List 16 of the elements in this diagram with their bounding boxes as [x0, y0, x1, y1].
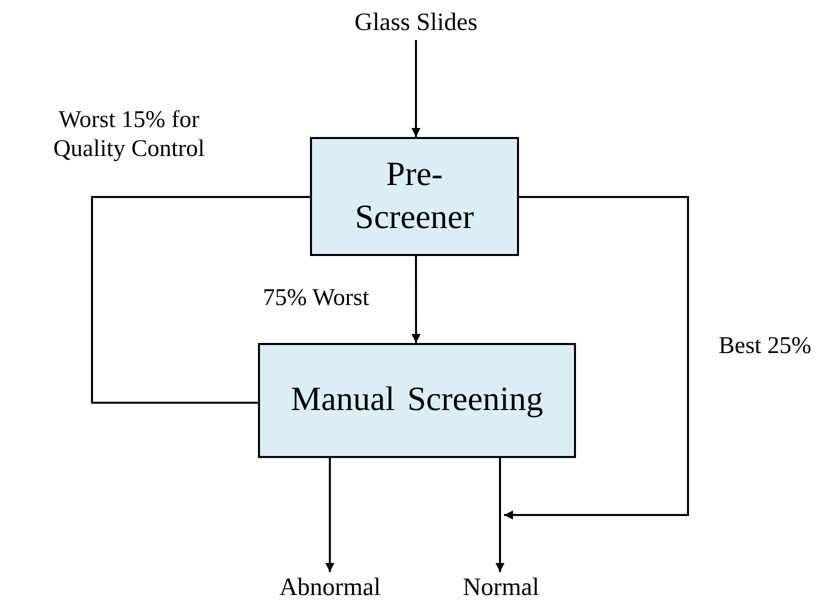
arrow	[325, 458, 334, 572]
outcome-label: Normal	[446, 572, 556, 604]
source-label: Glass Slides	[330, 6, 502, 40]
connector-line	[91, 196, 310, 404]
process-box	[310, 137, 519, 256]
arrow	[412, 256, 421, 343]
box-label: Manual Screening	[290, 380, 544, 420]
arrow	[411, 40, 420, 137]
process-box	[258, 343, 576, 458]
edge-label: 75% Worst	[262, 284, 370, 313]
arrow	[504, 196, 689, 520]
outcome-label: Abnormal	[262, 572, 398, 604]
edge-label: Best 25%	[718, 332, 812, 361]
arrow	[496, 458, 504, 572]
box-label: Pre- Screener	[354, 155, 475, 238]
edge-label: Worst 15% for Quality Control	[52, 106, 206, 164]
